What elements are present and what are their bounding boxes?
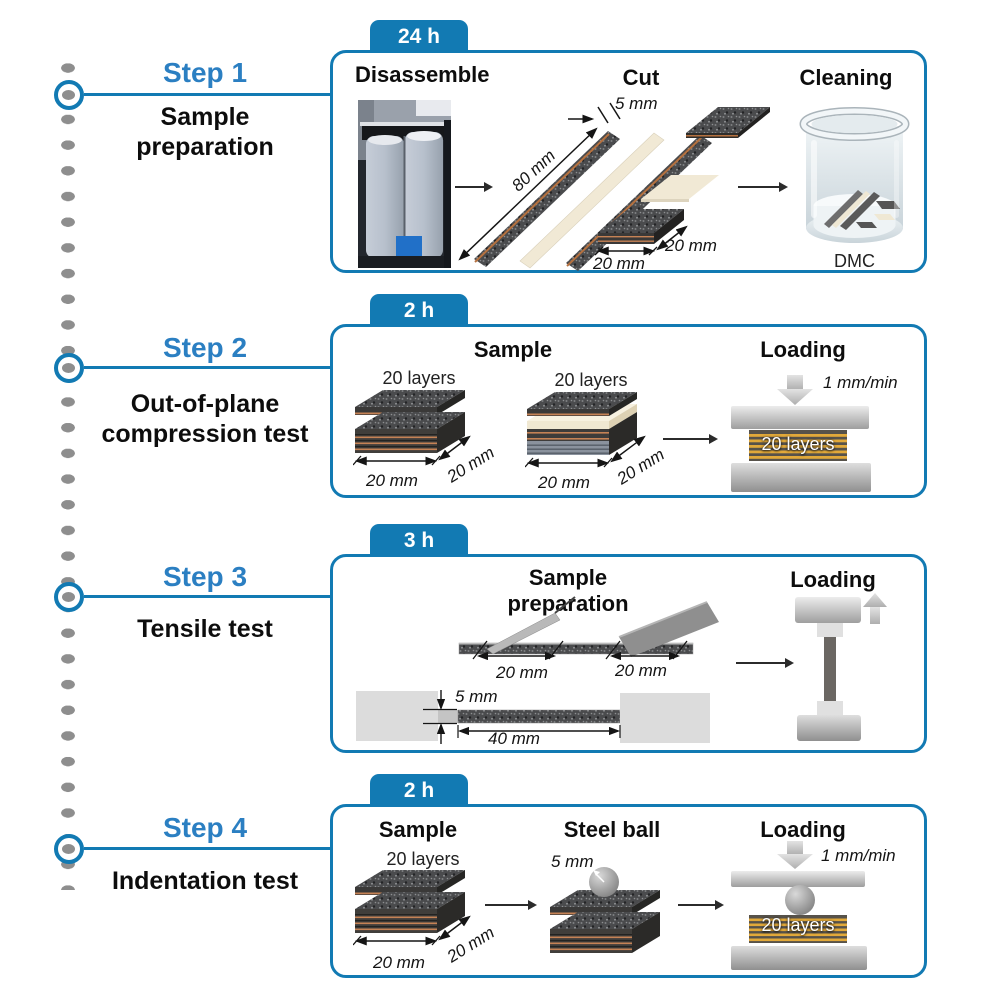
indentation-press [731, 841, 867, 970]
timeline-dots [61, 56, 75, 890]
arrow-cut-to-cleaning [738, 182, 788, 192]
timeline-marker-step4 [54, 834, 84, 864]
step2-title-line2: compression test [101, 420, 309, 448]
step4-title: Indentation test [75, 866, 335, 896]
stack1-layers-label: 20 layers [382, 368, 456, 388]
cleaning-title: Cleaning [799, 65, 893, 90]
disassemble-title: Disassemble [355, 62, 490, 87]
press-block-label: 20 layers [761, 915, 835, 935]
loading-title: Loading [760, 337, 846, 362]
sample-title: Sample [473, 337, 553, 362]
step2-title: Out-of-plane compression test [75, 389, 335, 449]
connector-line-step2 [84, 366, 330, 369]
compression-press [731, 375, 871, 492]
stack-plain [353, 390, 471, 466]
timeline-marker-step1 [54, 80, 84, 110]
duration-badge-step2: 2 h [370, 294, 468, 327]
cut-strips [458, 102, 770, 271]
strip-cutting [458, 596, 719, 661]
dim-left-grip: 20 mm [496, 663, 548, 682]
stack1-dim-front: 20 mm [366, 471, 418, 490]
stack2-layers-label: 20 layers [554, 370, 628, 390]
gripped-specimen [356, 690, 710, 744]
step3-label: Step 3 [162, 561, 248, 592]
panel-step3: 3 h Sample preparation Loading 20 mm 20 … [330, 524, 927, 753]
arrow-sample-to-ball [485, 900, 537, 910]
timeline-marker-dot [62, 363, 75, 373]
panel-step4: 2 h Sample Steel ball Loading 20 layers … [330, 774, 927, 978]
stack-dim-front: 20 mm [373, 953, 425, 972]
timeline-marker-step2 [54, 353, 84, 383]
connector-line-step3 [84, 595, 330, 598]
cut-title: Cut [622, 65, 660, 90]
step1-label: Step 1 [162, 57, 248, 88]
loading-rate: 1 mm/min [821, 846, 896, 865]
connector-line-step4 [84, 847, 330, 850]
arrow-prep-to-loading [736, 658, 794, 668]
press-block-label: 20 layers [761, 434, 835, 454]
dim-right-grip: 20 mm [615, 661, 667, 680]
duration-badge-step4: 2 h [370, 774, 468, 807]
step3-title: Tensile test [75, 614, 335, 644]
loading-title: Loading [760, 817, 846, 842]
steel-ball-on-stack [550, 867, 660, 953]
timeline-marker-dot [62, 844, 75, 854]
panel-step2: 2 h Sample Loading 20 layers 20 layers 2… [330, 294, 927, 498]
stack-layers-label: 20 layers [386, 849, 460, 869]
solvent-label: DMC [834, 251, 875, 271]
arrow-sample-to-loading [663, 434, 718, 444]
step3-title-line1: Tensile test [137, 615, 273, 643]
step1-title: Sample preparation [75, 102, 335, 162]
step1-title-line2: preparation [136, 133, 274, 161]
step1-title-line1: Sample [160, 103, 250, 131]
connector-line-step1 [84, 93, 330, 96]
dim-square-depth: 20 mm [665, 236, 717, 255]
stack-with-separator [525, 392, 646, 468]
step2-label: Step 2 [162, 332, 248, 363]
timeline-marker-dot [62, 90, 75, 100]
arrow-ball-to-loading [678, 900, 724, 910]
stack2-dim-front: 20 mm [538, 473, 590, 492]
stack-plain [353, 870, 471, 946]
step2-title-line1: Out-of-plane [130, 390, 280, 418]
dim-thickness: 5 mm [455, 687, 498, 706]
dim-strip-width: 5 mm [615, 94, 658, 113]
timeline-marker-step3 [54, 582, 84, 612]
loading-rate: 1 mm/min [823, 373, 898, 392]
dim-gauge: 40 mm [488, 729, 540, 748]
ball-title: Steel ball [563, 817, 661, 842]
cleaning-beaker [799, 107, 910, 243]
sample-title: Sample [378, 817, 458, 842]
ball-diameter: 5 mm [551, 852, 594, 871]
duration-badge-step3: 3 h [370, 524, 468, 557]
dim-square-front: 20 mm [593, 254, 645, 273]
tensile-machine [795, 593, 887, 741]
panel-step1: 24 h Disassemble Cut Cleaning [330, 20, 927, 273]
step4-label: Step 4 [162, 812, 248, 843]
step4-title-line1: Indentation test [111, 867, 299, 895]
loading-title: Loading [790, 567, 876, 592]
battery-photo [358, 100, 451, 268]
timeline-marker-dot [62, 592, 75, 602]
duration-badge-step1: 24 h [370, 20, 468, 53]
